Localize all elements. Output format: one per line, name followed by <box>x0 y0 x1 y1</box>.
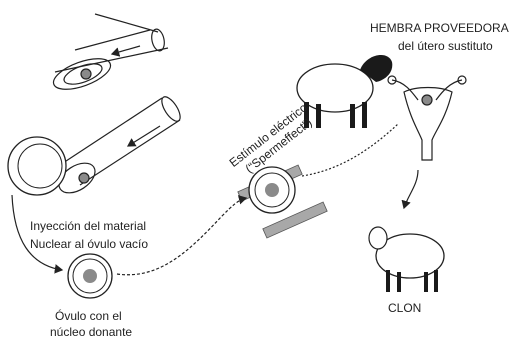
micropipette-bottom-icon <box>54 94 184 199</box>
injection-label-line1: Inyección del material <box>30 218 146 234</box>
host-title: HEMBRA PROVEEDORA <box>370 20 509 36</box>
egg-being-injected <box>8 137 66 195</box>
host-subtitle: del útero sustituto <box>398 38 493 54</box>
black-face-sheep-icon <box>297 55 392 128</box>
fused-egg <box>249 167 295 213</box>
egg-label-line1: Óvulo con el <box>55 308 122 324</box>
sheep-icon <box>369 227 444 292</box>
injection-label-line2: Nuclear al óvulo vacío <box>30 236 148 252</box>
clone-label: CLON <box>388 300 421 316</box>
flow-arrows <box>12 124 418 275</box>
egg-with-donor-nucleus <box>68 254 112 298</box>
micropipette-top-icon <box>50 14 168 96</box>
uterus-icon <box>388 76 466 160</box>
egg-label-line2: núcleo donante <box>50 324 132 340</box>
